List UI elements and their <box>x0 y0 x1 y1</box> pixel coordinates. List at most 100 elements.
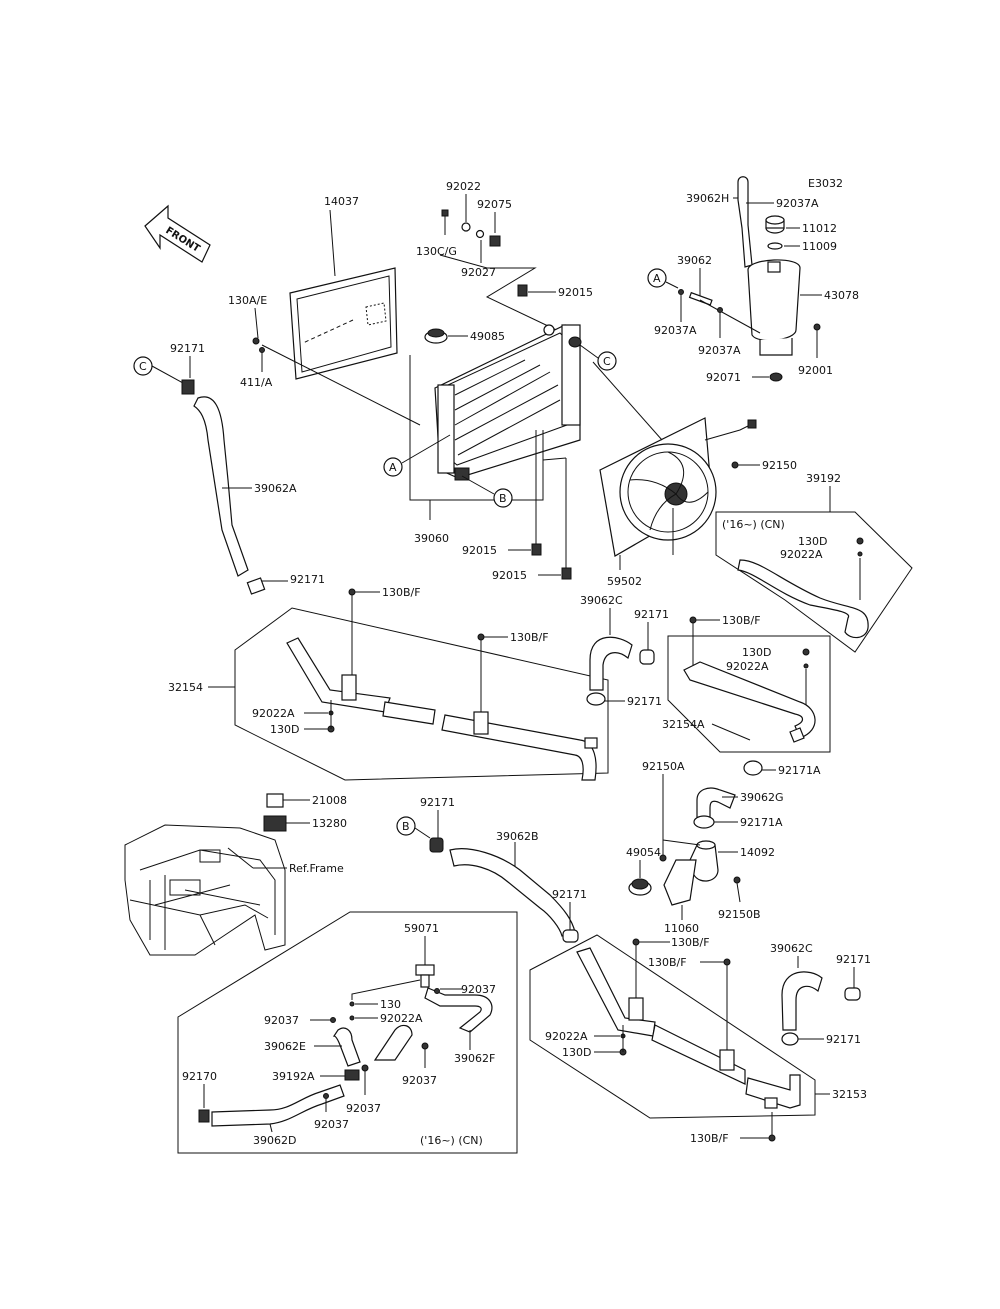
clip-icon-bot <box>561 567 572 580</box>
clamp-92171-hose <box>586 692 606 706</box>
label-92170: 92170 <box>182 1070 217 1083</box>
diagram-code: E3032 <box>808 177 843 190</box>
label-92150a: 92150A <box>642 760 685 773</box>
label-32154: 32154 <box>168 681 203 694</box>
cn-variant-box-bottom <box>177 911 518 1154</box>
gasket-11060 <box>663 859 697 906</box>
label-39062c-bot: 39062C <box>770 942 813 955</box>
hose-clamp-icon <box>181 379 195 395</box>
label-92171-upper: 92171 <box>290 573 325 586</box>
callout-c-radiator <box>597 351 617 371</box>
label-130bf-4: 130B/F <box>671 936 710 949</box>
frame-reference-sketch <box>124 824 286 956</box>
pipe-32154 <box>286 637 598 781</box>
label-39062: 39062 <box>677 254 712 267</box>
hose-39192 <box>737 559 869 639</box>
label-130d-b: 130D <box>562 1046 591 1059</box>
label-411a: 411/A <box>240 376 273 389</box>
clamp-92171-lower <box>562 929 579 943</box>
label-13280: 13280 <box>312 817 347 830</box>
hose-39062c-bot <box>781 971 823 1031</box>
label-92171-c: 92171 <box>170 342 205 355</box>
label-39062f: 39062F <box>454 1052 495 1065</box>
clamp-92171-br2 <box>781 1032 799 1046</box>
hose-39062e <box>332 1027 361 1067</box>
label-92037-5: 92037 <box>314 1118 349 1131</box>
thermostat-49054 <box>628 878 652 896</box>
callout-b-lower <box>396 816 416 836</box>
clip-icon-mid <box>531 543 542 556</box>
clamp-92171-br <box>844 987 861 1001</box>
front-arrow-icon: FRONT <box>144 204 211 263</box>
damper-13280 <box>263 815 287 832</box>
label-92171a: 92171A <box>778 764 821 777</box>
label-130bf-1: 130B/F <box>382 586 421 599</box>
label-92150b: 92150B <box>718 908 761 921</box>
label-39062b: 39062B <box>496 830 539 843</box>
label-92075: 92075 <box>477 198 512 211</box>
label-92171-mid: 92171 <box>634 608 669 621</box>
hose-39062h <box>737 176 753 268</box>
note-cn-bottom: ('16~) (CN) <box>420 1134 483 1147</box>
callout-b-lower-label: B <box>402 820 410 833</box>
radiator-cap-49085 <box>424 328 448 344</box>
label-92001: 92001 <box>798 364 833 377</box>
label-39192: 39192 <box>806 472 841 485</box>
label-92171-b: 92171 <box>420 796 455 809</box>
label-39062c-top: 39062C <box>580 594 623 607</box>
label-92022a-r: 92022A <box>726 660 769 673</box>
callout-c-left-label: C <box>139 360 147 373</box>
callout-b-radiator-label: B <box>499 492 507 505</box>
clamp-92171-mid <box>639 649 655 665</box>
label-39192a: 39192A <box>272 1070 315 1083</box>
label-39062g: 39062G <box>740 791 784 804</box>
clip-92170 <box>198 1109 210 1123</box>
cn-variant-box-39192 <box>715 511 913 653</box>
label-92022a-cn2: 92022A <box>380 1012 423 1025</box>
callout-c-radiator-label: C <box>603 355 611 368</box>
label-92022-top: 92022 <box>446 180 481 193</box>
label-39062h: 39062H <box>686 192 729 205</box>
label-92171-lower: 92171 <box>552 888 587 901</box>
radiator-screen <box>289 267 398 380</box>
label-49085: 49085 <box>470 330 505 343</box>
reservoir-tank-43078 <box>747 259 801 356</box>
callout-b-radiator <box>493 488 513 508</box>
clamp-92171a <box>743 760 763 776</box>
label-49054: 49054 <box>626 846 661 859</box>
label-130d-cn: 130D <box>798 535 827 548</box>
callout-a-radiator <box>383 457 403 477</box>
label-92037a-mid: 92037A <box>698 344 741 357</box>
label-130d-r: 130D <box>742 646 771 659</box>
bracket-21008 <box>266 793 284 808</box>
label-21008: 21008 <box>312 794 347 807</box>
assembly-box-32154a <box>667 635 831 753</box>
clamp-92171-upper <box>246 577 266 595</box>
label-92015-mid: 92015 <box>462 544 497 557</box>
radiator-core <box>434 324 582 481</box>
label-130bf-6: 130B/F <box>690 1132 729 1145</box>
label-39062e: 39062E <box>264 1040 306 1053</box>
label-11060: 11060 <box>664 922 699 935</box>
label-92037a-top: 92037A <box>776 197 819 210</box>
label-39062d: 39062D <box>253 1134 296 1147</box>
label-130: 130 <box>380 998 401 1011</box>
joint-39192a <box>344 1069 360 1081</box>
clamp-92171-b <box>429 837 444 853</box>
hose-39062f <box>424 987 493 1033</box>
joint-59071 <box>415 964 435 988</box>
grommet-92071 <box>769 372 783 382</box>
label-92022a-b: 92022A <box>545 1030 588 1043</box>
label-92150: 92150 <box>762 459 797 472</box>
label-92037-2: 92037 <box>264 1014 299 1027</box>
label-130bf-5: 130B/F <box>648 956 687 969</box>
label-11012: 11012 <box>802 222 837 235</box>
label-92027: 92027 <box>461 266 496 279</box>
label-92171a-2: 92171A <box>740 816 783 829</box>
label-130ae: 130A/E <box>228 294 267 307</box>
label-92171-clamp: 92171 <box>627 695 662 708</box>
label-32154a: 32154A <box>662 718 705 731</box>
label-59071: 59071 <box>404 922 439 935</box>
label-92037-3: 92037 <box>402 1074 437 1087</box>
